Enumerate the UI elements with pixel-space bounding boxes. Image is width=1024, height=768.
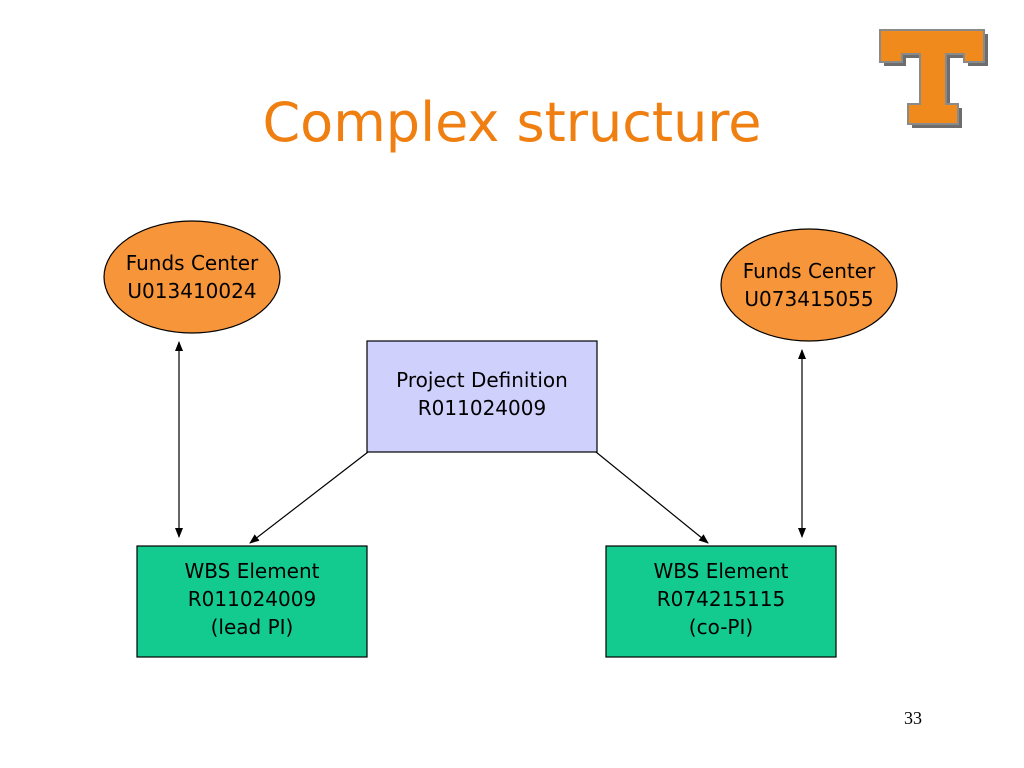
link-project-to-wbs-left <box>249 451 369 544</box>
project-definition-shape <box>366 340 598 453</box>
wbs-element-left-shape <box>136 545 368 658</box>
funds-center-left-line1: Funds Center <box>125 251 259 275</box>
link-project-to-wbs-right <box>595 451 709 544</box>
project-definition-line1: Project Definition <box>396 368 568 392</box>
funds-center-right-line1: Funds Center <box>742 259 876 283</box>
page-number: 33 <box>904 708 922 728</box>
wbs-left-line3: (lead PI) <box>210 615 294 639</box>
wbs-left-line1: WBS Element <box>184 559 320 583</box>
funds-center-left-line2: U013410024 <box>127 279 257 303</box>
slide-title: Complex structure <box>262 91 762 154</box>
funds-center-left-shape <box>103 220 281 334</box>
funds-center-right-label: Funds Center U073415055 <box>721 257 897 313</box>
project-definition-line2: R011024009 <box>417 396 547 420</box>
funds-center-right-line2: U073415055 <box>744 287 874 311</box>
wbs-element-left-label: WBS Element R011024009 (lead PI) <box>137 557 367 641</box>
wbs-left-line2: R011024009 <box>187 587 317 611</box>
project-definition-label: Project Definition R011024009 <box>367 366 597 422</box>
wbs-element-right-shape <box>605 545 837 658</box>
wbs-right-line1: WBS Element <box>653 559 789 583</box>
tennessee-t-logo-icon <box>879 29 988 128</box>
wbs-right-line3: (co-PI) <box>688 615 754 639</box>
wbs-element-right-label: WBS Element R074215115 (co-PI) <box>606 557 836 641</box>
wbs-right-line2: R074215115 <box>656 587 786 611</box>
funds-center-right-shape <box>720 228 898 342</box>
funds-center-left-label: Funds Center U013410024 <box>104 249 280 305</box>
